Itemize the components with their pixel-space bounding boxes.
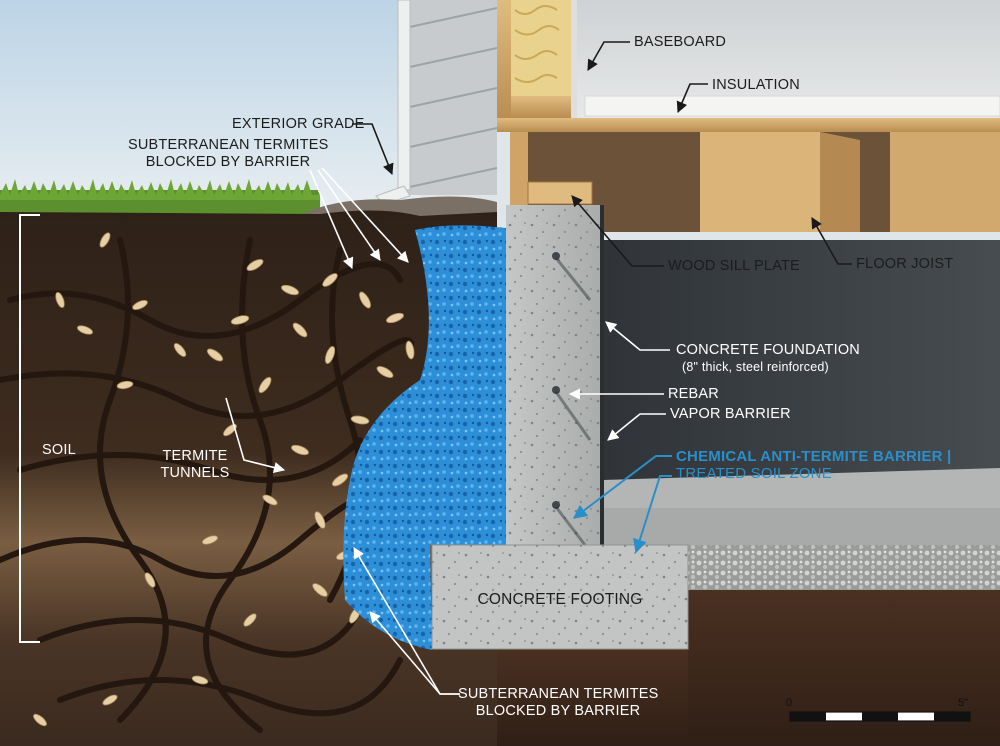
label-chemical-barrier: CHEMICAL ANTI-TERMITE BARRIER | TREATED …	[676, 448, 951, 482]
scale-bar-end: 5"	[958, 697, 969, 709]
wall-stud	[497, 0, 511, 120]
chemical-barrier-zone	[343, 225, 506, 650]
label-concrete-foundation: CONCRETE FOUNDATION (8" thick, steel rei…	[676, 342, 860, 376]
rebar	[552, 252, 560, 509]
soil-bracket	[19, 214, 40, 643]
label-soil: SOIL	[42, 442, 76, 458]
label-termites-bottom-line1: SUBTERRANEAN TERMITES	[458, 686, 659, 702]
label-termites-blocked-top: SUBTERRANEAN TERMITES BLOCKED BY BARRIER	[128, 137, 328, 171]
soil-right	[688, 590, 1000, 746]
sky	[0, 0, 420, 215]
label-concrete-footing: CONCRETE FOOTING	[477, 591, 643, 608]
downspout	[397, 0, 411, 191]
label-termites-blocked-bottom: SUBTERRANEAN TERMITES BLOCKED BY BARRIER	[458, 686, 658, 720]
floor-joist	[700, 132, 820, 232]
label-baseboard: BASEBOARD	[634, 34, 727, 50]
label-chemical-barrier-line1: CHEMICAL ANTI-TERMITE BARRIER |	[676, 448, 952, 465]
leader-lines	[225, 41, 852, 695]
label-termites-top-line2: BLOCKED BY BARRIER	[145, 154, 311, 170]
label-insulation: INSULATION	[712, 77, 800, 93]
label-concrete-foundation-title: CONCRETE FOUNDATION	[676, 342, 860, 358]
label-wood-sill-plate: WOOD SILL PLATE	[668, 258, 800, 274]
label-termites-top-line1: SUBTERRANEAN TERMITES	[128, 137, 329, 153]
gravel-bed	[688, 545, 1000, 593]
label-termites-bottom-line2: BLOCKED BY BARRIER	[475, 703, 641, 719]
wood-sill-plate	[527, 181, 593, 205]
label-rebar: REBAR	[668, 386, 719, 402]
termite-tunnel-network	[0, 237, 415, 733]
label-termite-tunnels-line2: TUNNELS	[160, 465, 230, 481]
label-vapor-barrier: VAPOR BARRIER	[670, 406, 791, 422]
basement-wall-interior	[603, 240, 1000, 485]
vapor-barrier	[600, 205, 604, 547]
label-floor-joist: FLOOR JOIST	[856, 256, 954, 272]
termites	[33, 232, 421, 727]
label-termite-tunnels-line1: TERMITE	[162, 448, 228, 464]
siding	[404, 0, 498, 195]
subfloor	[497, 118, 1000, 132]
label-exterior-grade: EXTERIOR GRADE	[232, 116, 365, 132]
scale-bar	[789, 711, 971, 722]
label-concrete-foundation-note: (8" thick, steel reinforced)	[682, 360, 829, 374]
label-chemical-barrier-line2: TREATED SOIL ZONE	[676, 465, 832, 482]
label-termite-tunnels: TERMITE TUNNELS	[150, 448, 240, 482]
scale-bar-start: 0	[786, 697, 793, 709]
baseboard	[584, 95, 1000, 117]
